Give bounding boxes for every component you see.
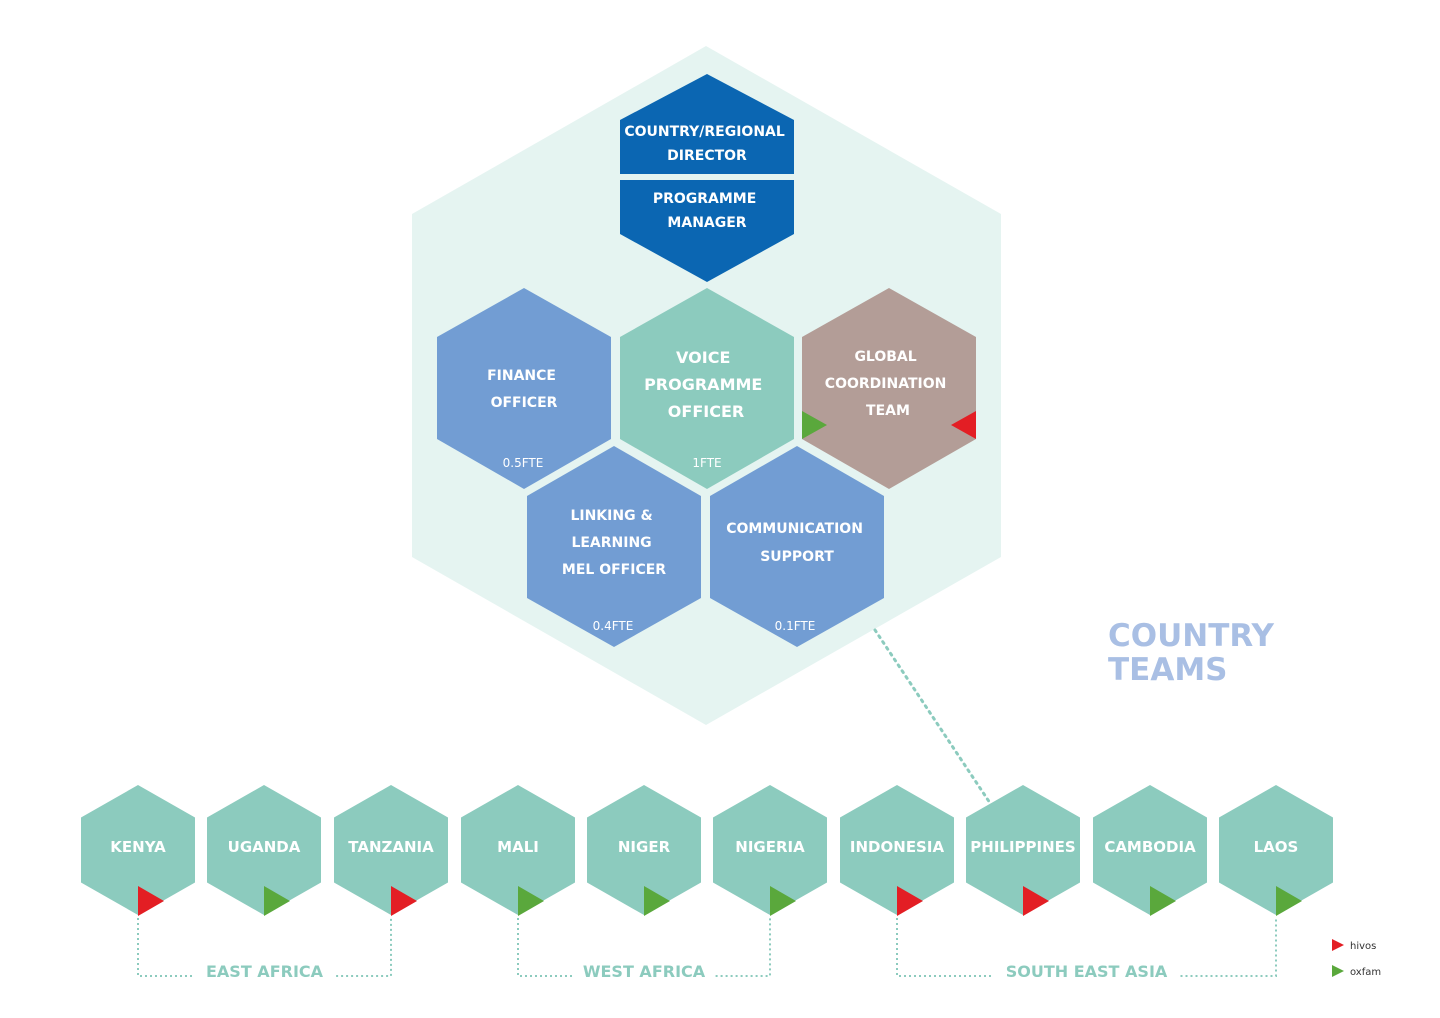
legend: hivos oxfam <box>1332 939 1381 978</box>
country-hex-niger: NIGER <box>587 785 701 916</box>
hivos-flag-marker <box>391 886 417 916</box>
country-label: LAOS <box>1254 838 1299 856</box>
legend-oxfam-label: oxfam <box>1350 967 1381 978</box>
country-hex-shape <box>966 785 1080 915</box>
country-hex-tanzania: TANZANIA <box>334 785 448 916</box>
country-hex-shape <box>713 785 827 915</box>
finance-officer-hex: FINANCE OFFICER 0.5FTE <box>437 288 611 489</box>
region-bracket-1: WEST AFRICA <box>517 918 771 981</box>
country-hex-shape <box>840 785 954 915</box>
country-hex-mali: MALI <box>461 785 575 916</box>
country-hex-shape <box>1219 785 1333 915</box>
finance-officer-label: FINANCE OFFICER <box>487 368 561 411</box>
oxfam-flag-marker <box>770 886 796 916</box>
oxfam-flag-marker <box>264 886 290 916</box>
hivos-flag-marker <box>1023 886 1049 916</box>
region-label: SOUTH EAST ASIA <box>1006 962 1168 981</box>
country-label: TANZANIA <box>348 838 434 856</box>
country-label: NIGER <box>618 838 671 856</box>
country-hex-laos: LAOS <box>1219 785 1333 916</box>
country-hex-shape <box>334 785 448 915</box>
country-hex-philippines: PHILIPPINES <box>966 785 1080 916</box>
country-label: NIGERIA <box>735 838 805 856</box>
connector-line <box>873 628 992 805</box>
voice-programme-officer-hex: VOICE PROGRAMME OFFICER 1FTE <box>620 288 794 489</box>
manager-label: PROGRAMME MANAGER <box>653 191 761 231</box>
oxfam-flag-marker <box>1150 886 1176 916</box>
linking-fte: 0.4FTE <box>593 619 634 633</box>
country-label: KENYA <box>110 838 166 856</box>
country-hex-shape <box>461 785 575 915</box>
region-bracket-line <box>896 918 1277 977</box>
director-manager-hex: COUNTRY/REGIONAL DIRECTOR PROGRAMME MANA… <box>620 74 794 282</box>
country-label: PHILIPPINES <box>970 838 1075 856</box>
manager-hex-bottom <box>620 180 794 282</box>
country-label: CAMBODIA <box>1104 838 1196 856</box>
oxfam-flag-marker <box>644 886 670 916</box>
country-hex-indonesia: INDONESIA <box>840 785 954 916</box>
region-bracket-0: EAST AFRICA <box>137 918 392 981</box>
director-hex-top <box>620 74 794 174</box>
country-hex-shape <box>81 785 195 915</box>
region-bracket-2: SOUTH EAST ASIA <box>896 918 1277 981</box>
region-label: EAST AFRICA <box>206 962 324 981</box>
legend-oxfam-marker <box>1332 965 1344 977</box>
global-coordination-team-label: GLOBAL COORDINATION TEAM <box>825 349 951 419</box>
communication-fte: 0.1FTE <box>775 619 816 633</box>
country-row: KENYA UGANDA TANZANIA MALI NIGER NIGERIA INDON… <box>81 785 1333 916</box>
oxfam-flag-marker <box>1276 886 1302 916</box>
country-hex-shape <box>1093 785 1207 915</box>
hivos-flag-marker <box>951 411 976 439</box>
country-label: UGANDA <box>228 838 301 856</box>
country-hex-cambodia: CAMBODIA <box>1093 785 1207 916</box>
oxfam-flag-marker <box>518 886 544 916</box>
country-hex-shape <box>587 785 701 915</box>
linking-learning-mel-officer-hex: LINKING & LEARNING MEL OFFICER 0.4FTE <box>527 446 701 647</box>
communication-support-hex: COMMUNICATION SUPPORT 0.1FTE <box>710 446 884 647</box>
communication-support-label: COMMUNICATION SUPPORT <box>726 521 868 565</box>
country-label: INDONESIA <box>850 838 945 856</box>
legend-hivos-marker <box>1332 939 1344 951</box>
director-label: COUNTRY/REGIONAL DIRECTOR <box>624 124 789 164</box>
oxfam-flag-marker <box>802 411 827 439</box>
country-hex-uganda: UGANDA <box>207 785 321 916</box>
country-hex-shape <box>207 785 321 915</box>
country-hex-nigeria: NIGERIA <box>713 785 827 916</box>
linking-learning-label: LINKING & LEARNING MEL OFFICER <box>562 508 666 578</box>
country-hex-kenya: KENYA <box>81 785 195 916</box>
legend-hivos-label: hivos <box>1350 941 1376 952</box>
hivos-flag-marker <box>138 886 164 916</box>
country-teams-title: COUNTRY TEAMS <box>1108 618 1285 688</box>
region-label: WEST AFRICA <box>583 962 706 981</box>
voice-fte: 1FTE <box>692 456 721 470</box>
region-row: EAST AFRICA WEST AFRICA SOUTH EAST ASIA <box>137 918 1277 981</box>
global-coordination-team-hex: GLOBAL COORDINATION TEAM <box>802 288 976 489</box>
country-label: MALI <box>497 838 539 856</box>
hivos-flag-marker <box>897 886 923 916</box>
finance-fte: 0.5FTE <box>503 456 544 470</box>
voice-programme-officer-label: VOICE PROGRAMME OFFICER <box>644 348 768 421</box>
